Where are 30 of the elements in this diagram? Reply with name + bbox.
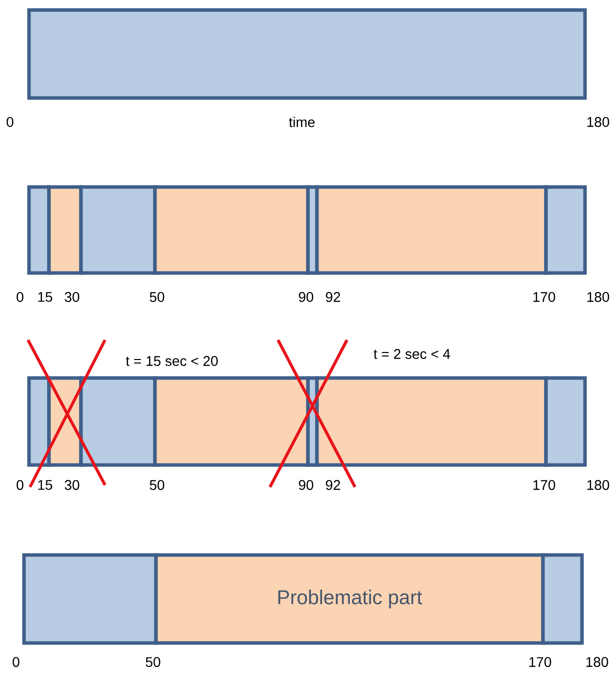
duration-note: t = 2 sec < 4 (374, 349, 450, 359)
duration-note: t = 15 sec < 20 (126, 356, 218, 366)
time-tick-label: 0 (12, 657, 20, 667)
time-tick-label: 92 (326, 292, 340, 302)
timeline-segment (27, 8, 587, 100)
time-tick-label: 50 (150, 292, 164, 302)
timeline-segment (544, 376, 587, 467)
time-tick-label: 90 (298, 480, 314, 490)
time-tick-label: 30 (64, 480, 80, 490)
time-tick-label: 15 (38, 292, 52, 302)
time-tick-label: 170 (533, 292, 556, 302)
time-tick-label: 180 (586, 657, 608, 667)
time-tick-label: 180 (587, 292, 610, 302)
problem-segment: Problematic part (154, 553, 545, 645)
time-tick-label: 15 (38, 480, 52, 490)
time-tick-label: 0 (16, 292, 24, 302)
time-tick-label: 170 (533, 480, 556, 490)
time-tick-label: 0 (6, 117, 14, 127)
time-tick-label: 0 (16, 480, 24, 490)
timeline-segment (544, 185, 587, 275)
time-tick-label: 92 (326, 480, 340, 490)
time-tick-label: 90 (298, 292, 314, 302)
time-tick-label: 50 (150, 480, 164, 490)
time-tick-label: 180 (587, 117, 610, 127)
timeline-segment (541, 553, 584, 645)
axis-label: time (289, 116, 315, 128)
time-tick-label: 50 (146, 657, 160, 667)
time-tick-label: 170 (529, 657, 552, 667)
time-tick-label: 180 (587, 480, 610, 490)
time-tick-label: 30 (64, 292, 80, 302)
